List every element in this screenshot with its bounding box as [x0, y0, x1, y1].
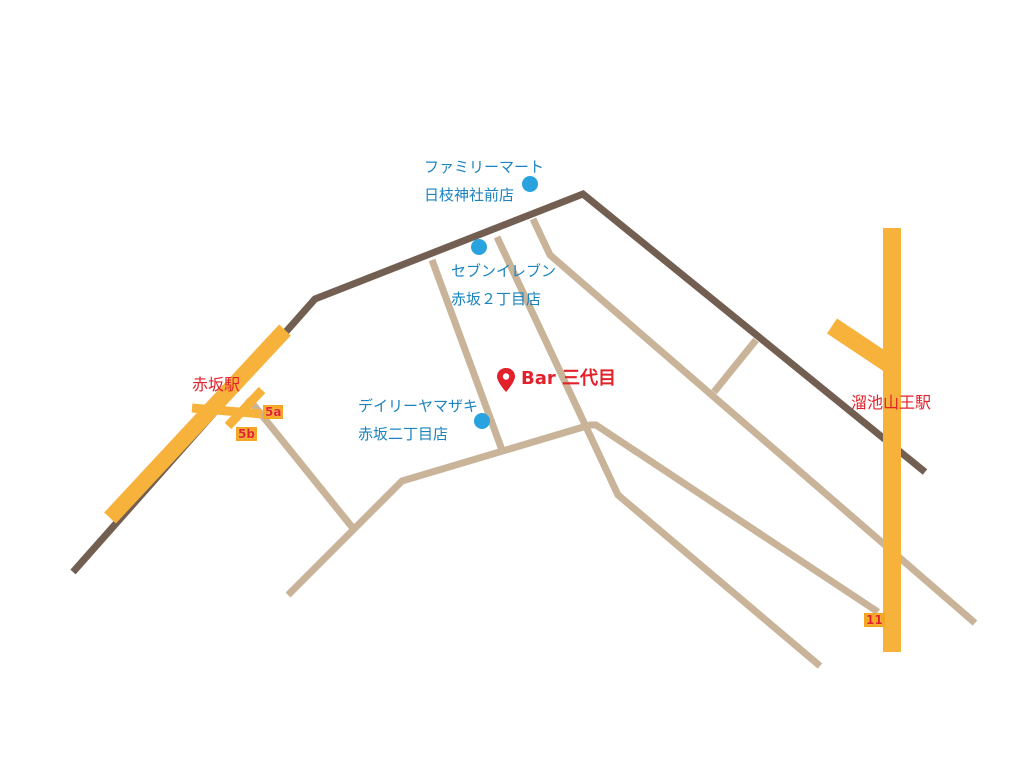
store-dot-seveneleven [471, 239, 487, 255]
street [285, 421, 880, 615]
exit-badge-5b: 5b [236, 427, 257, 441]
street [529, 217, 978, 626]
street [493, 235, 823, 669]
store-label-familymart-line2: 日枝神社前店 [424, 186, 515, 204]
exit-badge-5a: 5a [263, 405, 284, 419]
destination-label[interactable]: Bar 三代目 [521, 368, 617, 389]
street [711, 337, 759, 395]
rail-line-akasaka [104, 324, 291, 524]
map-pin-icon[interactable] [496, 367, 516, 393]
street [245, 395, 355, 530]
exit-connector-5b [224, 386, 266, 430]
store-dot-familymart [522, 176, 538, 192]
store-label-seveneleven-line1: セブンイレブン [451, 262, 557, 280]
exit-connector-tameike [827, 318, 897, 374]
store-dot-dailyyamazaki [474, 413, 490, 429]
exit-connector-5a [191, 403, 263, 419]
street [428, 258, 506, 452]
store-label-seveneleven-line2: 赤坂２丁目店 [451, 290, 542, 308]
station-label-tameike-sanno: 溜池山王駅 [851, 393, 932, 412]
store-label-dailyyamazaki-line1: デイリーヤマザキ [358, 397, 479, 415]
store-label-familymart-line1: ファミリーマート [424, 158, 545, 176]
station-label-akasaka: 赤坂駅 [192, 375, 241, 394]
exit-badge-11: 11 [864, 613, 885, 627]
store-label-dailyyamazaki-line2: 赤坂二丁目店 [358, 425, 449, 443]
